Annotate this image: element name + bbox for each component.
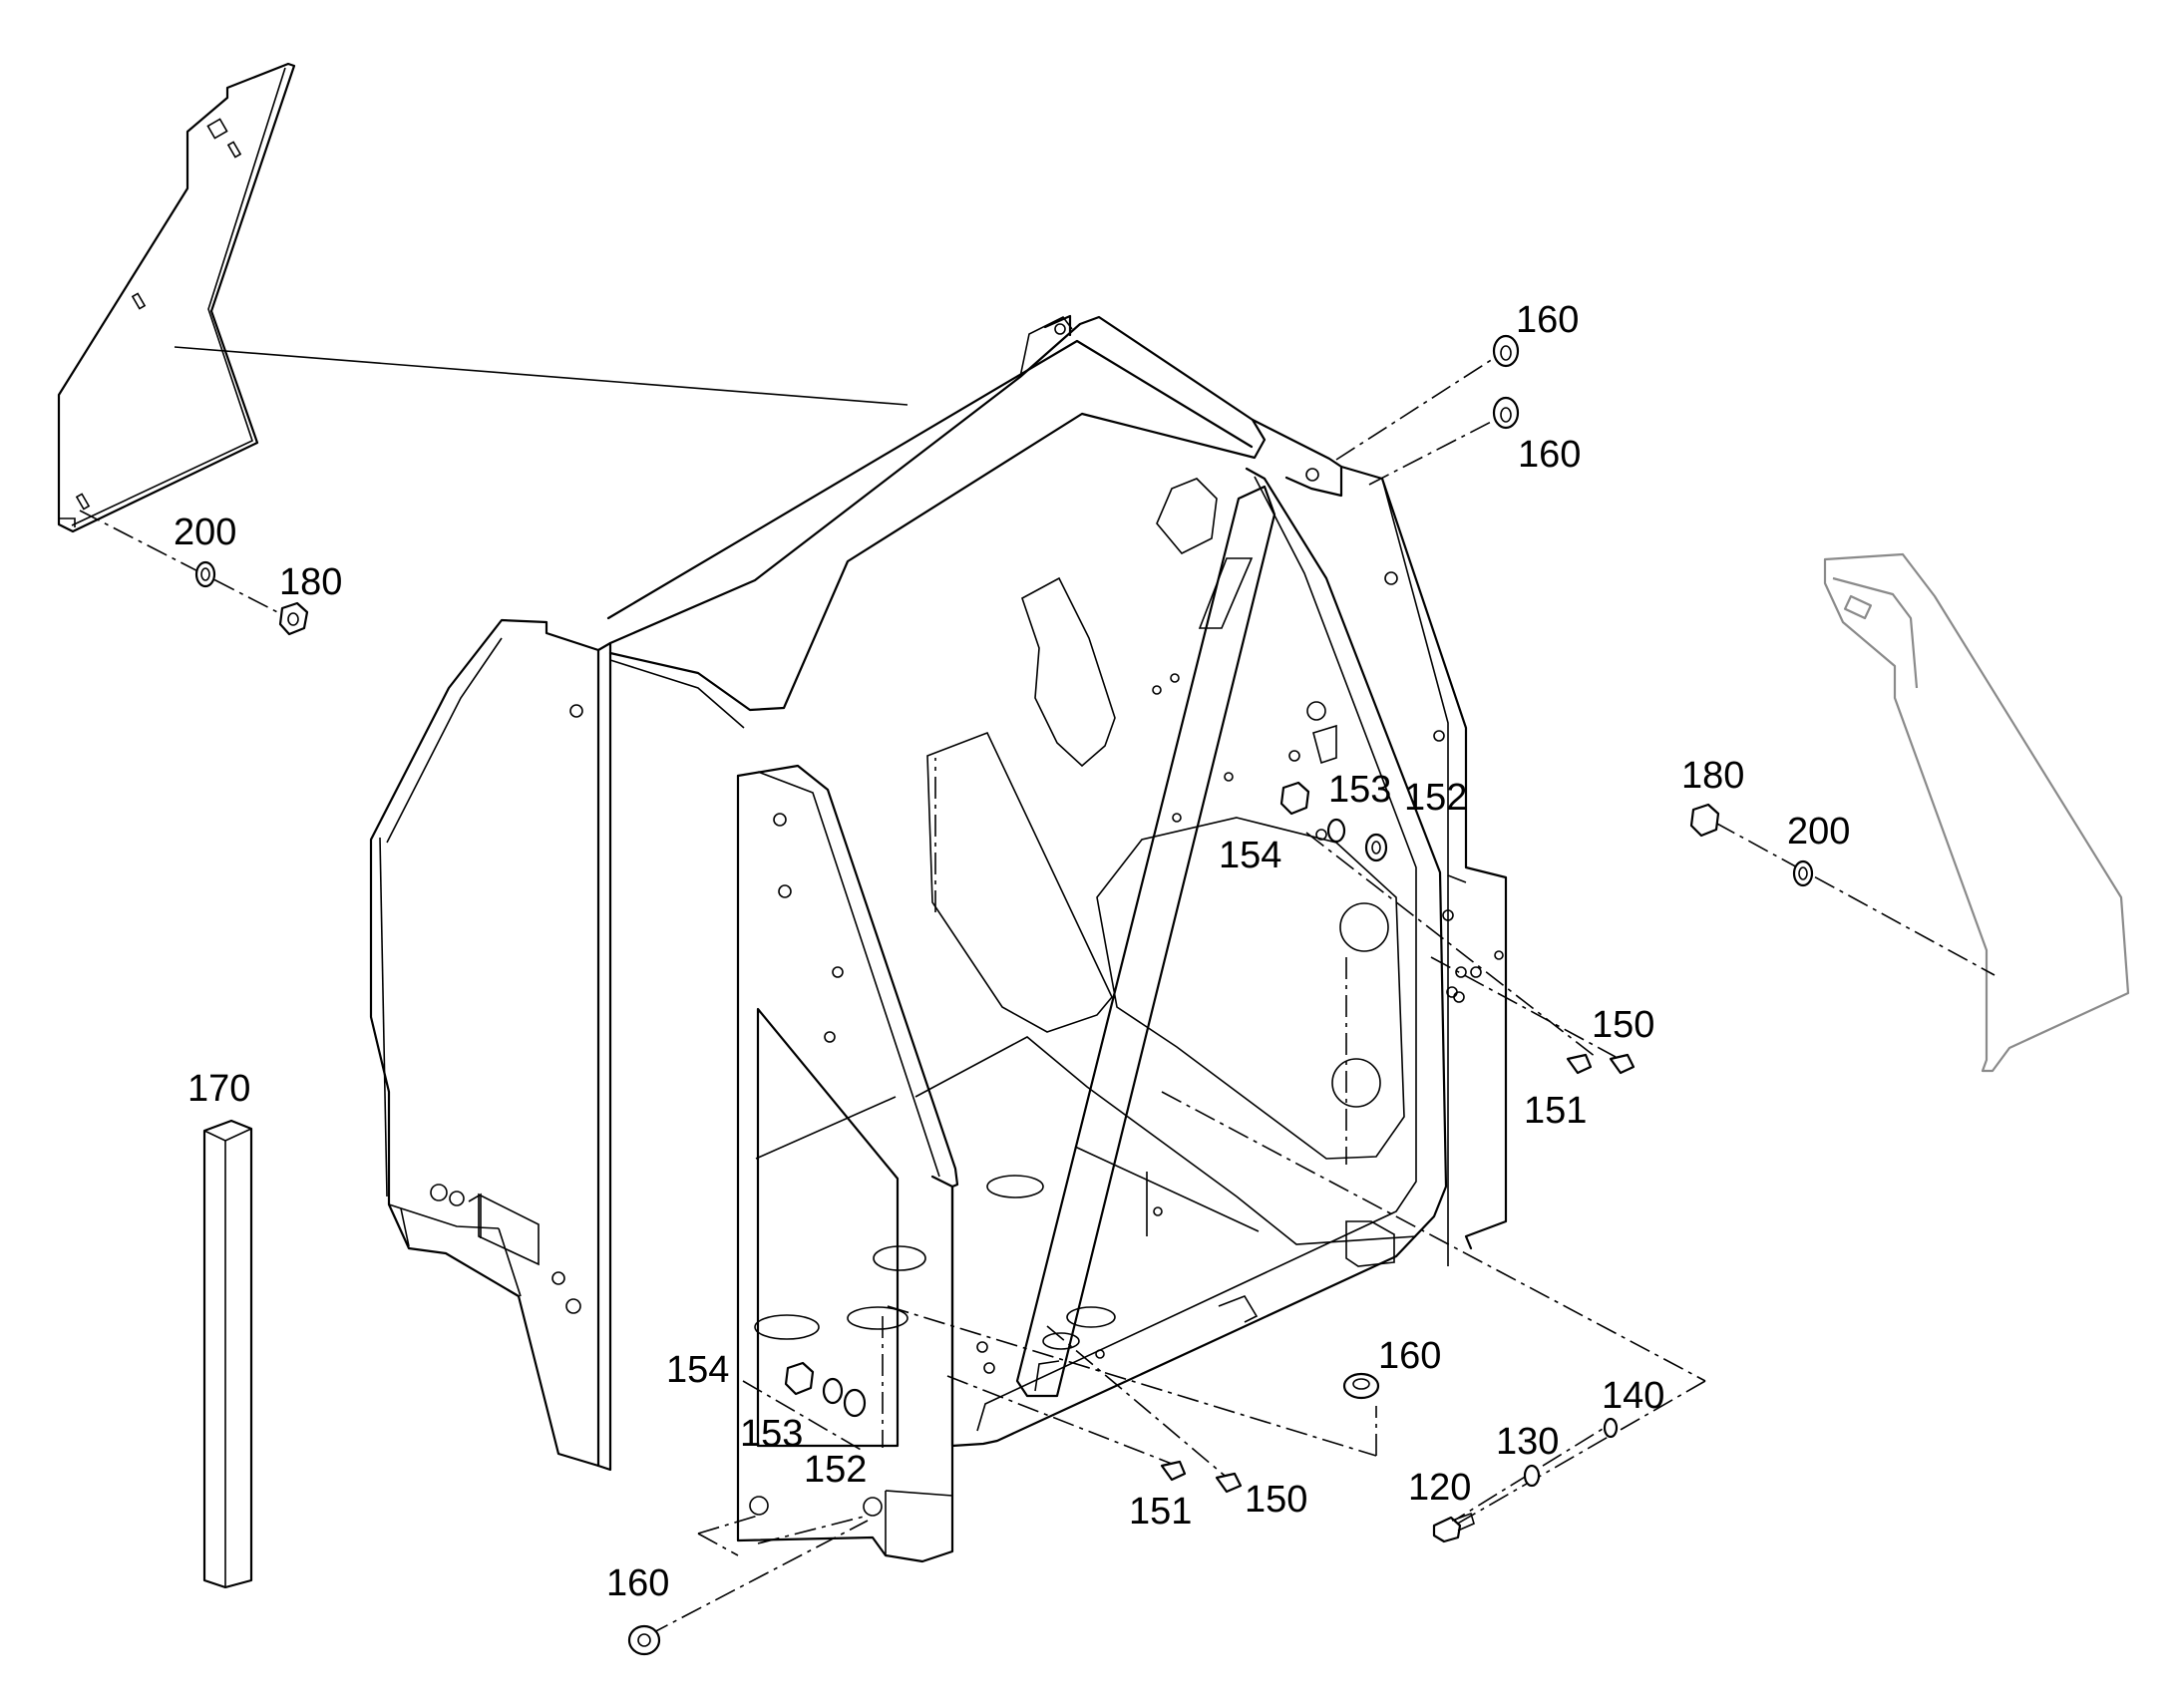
- axis-left-plate: [79, 510, 290, 619]
- callout-200-right: 200: [1787, 811, 1850, 853]
- washer-200-left: [194, 560, 216, 588]
- callout-130: 130: [1496, 1421, 1559, 1463]
- square-bar-part: [202, 1119, 253, 1589]
- callout-labels: 160 160 200 180 153 152 154 180 200 150 …: [174, 299, 1850, 1604]
- screw-150-bottom: [1215, 1472, 1243, 1494]
- grommet-160-bottom: [627, 1624, 661, 1656]
- callout-170: 170: [187, 1068, 250, 1110]
- main-frame: [369, 314, 1508, 1563]
- bolt-120: [1432, 1512, 1475, 1543]
- callout-150-bottom: 150: [1245, 1479, 1307, 1521]
- callout-160-bottom: 160: [606, 1562, 669, 1604]
- washer-152-right: [1364, 833, 1388, 862]
- grommet-160-top-1: [1492, 334, 1520, 368]
- nut-154-right: [1279, 781, 1310, 816]
- callout-120: 120: [1408, 1467, 1471, 1509]
- callout-160-mid: 160: [1378, 1335, 1441, 1377]
- callout-160-top-1: 160: [1516, 299, 1579, 341]
- nut-180-left: [278, 601, 309, 636]
- callout-151-right: 151: [1524, 1090, 1587, 1132]
- callout-153-right: 153: [1328, 769, 1391, 811]
- nut-180-right: [1689, 803, 1720, 838]
- callout-180-right: 180: [1681, 755, 1744, 797]
- callout-153-left: 153: [740, 1413, 803, 1455]
- callout-154-left: 154: [666, 1349, 729, 1391]
- axis-right-plate: [1714, 822, 1996, 976]
- right-side-plate: [1823, 552, 2130, 1073]
- washer-130: [1523, 1464, 1541, 1488]
- washer-153-left: [822, 1377, 844, 1405]
- washer-200-right: [1792, 859, 1814, 887]
- leader-line-plate: [174, 346, 908, 406]
- callout-150-right: 150: [1592, 1004, 1654, 1046]
- screw-150-right: [1609, 1053, 1635, 1075]
- screw-151-bottom: [1160, 1460, 1187, 1482]
- washer-152-left: [843, 1388, 867, 1418]
- callout-180-left: 180: [279, 561, 342, 603]
- screw-151-right: [1566, 1053, 1593, 1075]
- washer-140: [1603, 1417, 1619, 1439]
- callout-154-right: 154: [1219, 835, 1281, 876]
- left-side-plate: [57, 62, 296, 533]
- callout-152-right: 152: [1404, 777, 1467, 819]
- grommet-160-top-2: [1492, 396, 1520, 430]
- callout-140: 140: [1602, 1375, 1664, 1417]
- nut-154-left: [784, 1361, 815, 1396]
- callout-151-bottom: 151: [1129, 1491, 1192, 1533]
- grommet-160-mid: [1342, 1372, 1380, 1400]
- callout-160-top-2: 160: [1518, 434, 1581, 476]
- washer-153-right: [1326, 818, 1346, 844]
- callout-152-left: 152: [804, 1449, 867, 1491]
- hardware-parts: [194, 334, 1814, 1656]
- callout-200-left: 200: [174, 512, 236, 553]
- assembly-axes: [647, 356, 1706, 1636]
